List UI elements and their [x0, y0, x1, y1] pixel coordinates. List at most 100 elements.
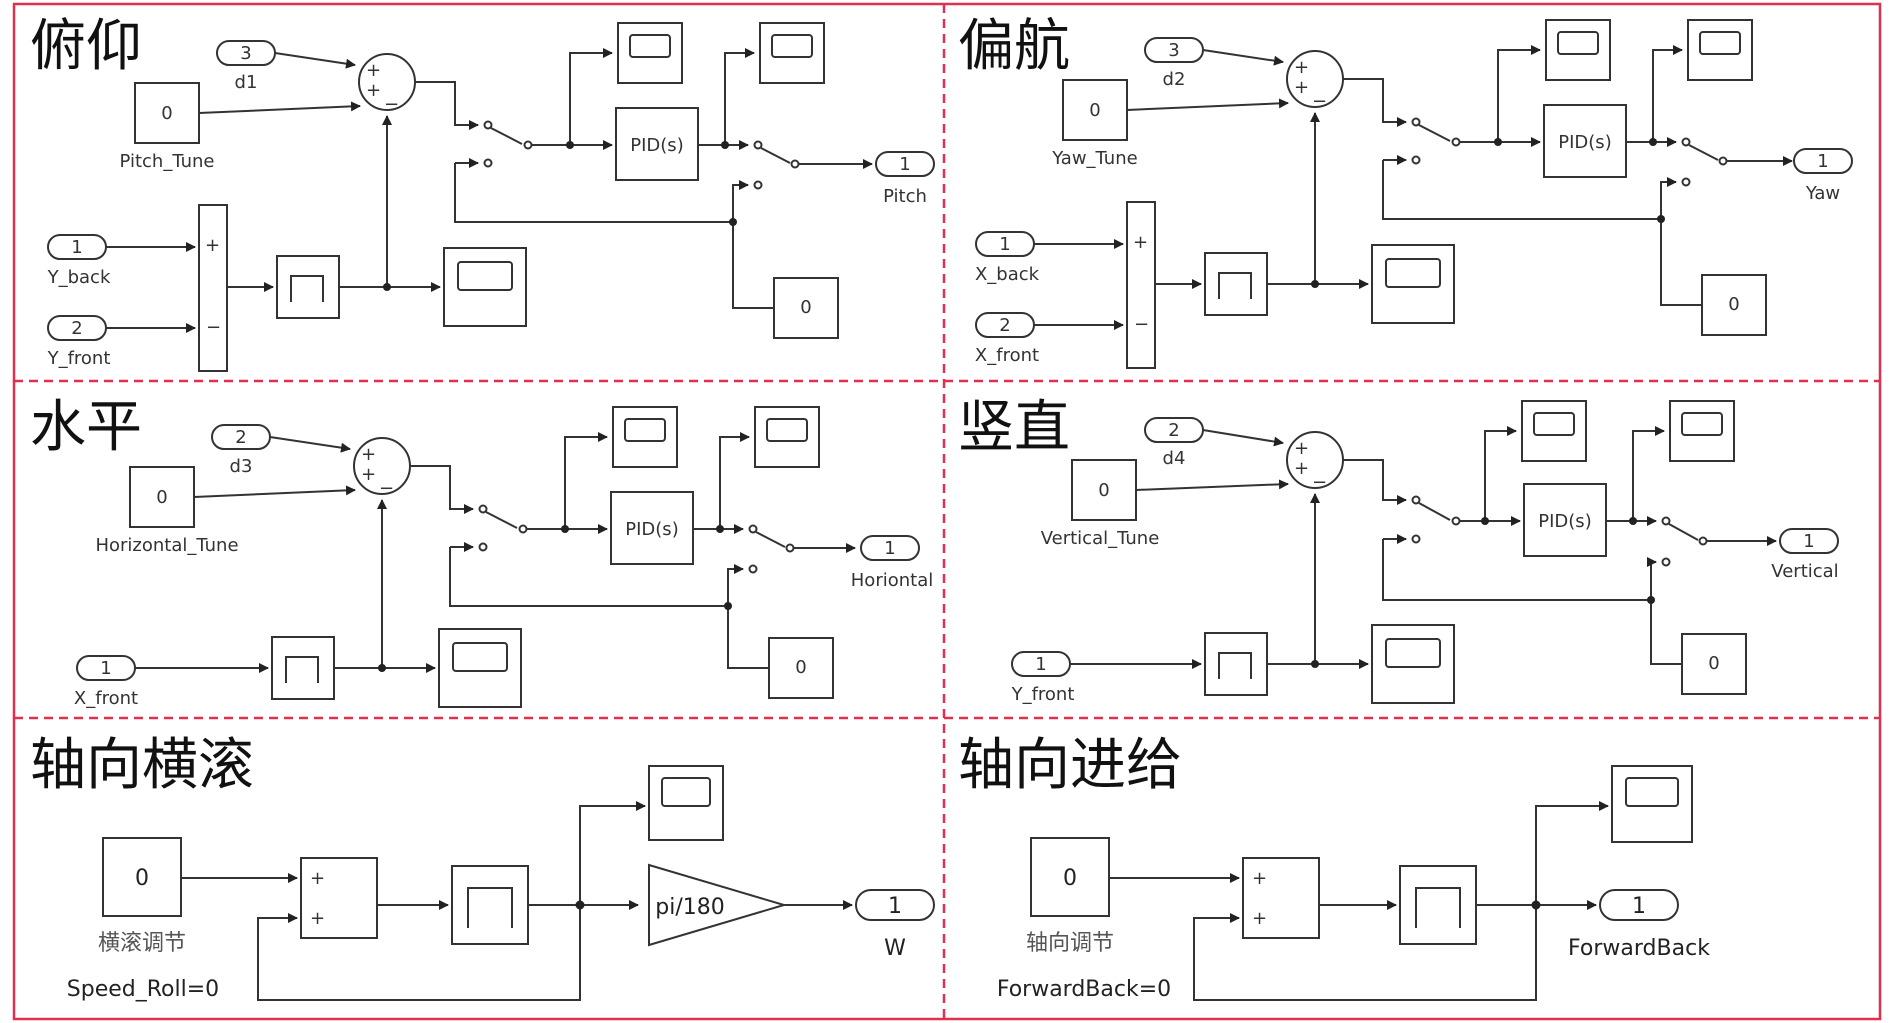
inport-2-value: 2 [71, 318, 82, 339]
zero-order-hold-block[interactable] [451, 865, 529, 945]
zero-constant-block[interactable] [1701, 274, 1767, 336]
sum-sign: − [1134, 314, 1149, 335]
pid-block[interactable] [610, 491, 694, 565]
wire [1126, 98, 1289, 111]
switch-port [753, 180, 763, 190]
manual-switch[interactable] [490, 127, 523, 145]
wire [727, 606, 769, 669]
manual-switch[interactable] [1418, 502, 1451, 521]
wire [410, 465, 474, 514]
zero-order-hold-block[interactable] [1399, 865, 1477, 945]
scope-block[interactable] [612, 406, 678, 468]
scope-block[interactable] [1545, 19, 1611, 81]
manual-switch[interactable] [485, 511, 518, 529]
outport[interactable] [1793, 148, 1853, 174]
panel-pitch: 俯仰 3 d1 0 Pitch_Tune + + − PID(s) [30, 14, 935, 372]
wire [732, 180, 749, 222]
feed-constant-block[interactable] [1030, 837, 1110, 917]
junction [1657, 215, 1665, 223]
panel-horizontal: 水平 2 d3 0 Horizontal_Tune + + − PID(s) [30, 395, 933, 709]
scope-block[interactable] [1371, 624, 1455, 704]
wire [1652, 45, 1683, 142]
zero-order-hold-block[interactable] [271, 636, 335, 700]
manual-switch[interactable] [1668, 523, 1699, 541]
outport-label: Yaw [1805, 183, 1840, 204]
wire [579, 801, 646, 905]
outport-label: Pitch [883, 186, 927, 207]
outport-value: 1 [1803, 531, 1814, 552]
sum-sign: − [206, 317, 221, 338]
manual-switch[interactable] [760, 147, 791, 164]
wire [454, 163, 733, 223]
scope-block[interactable] [759, 22, 825, 84]
outport-label: Vertical [1771, 561, 1838, 582]
sum-block[interactable] [1242, 857, 1320, 939]
scope-block[interactable] [1687, 19, 1753, 81]
hold-icon [467, 887, 513, 928]
outport[interactable] [860, 535, 920, 561]
outport[interactable] [875, 151, 935, 177]
sum-vertical-block[interactable] [1126, 201, 1156, 369]
wire [719, 432, 750, 529]
tune-constant-block[interactable] [129, 466, 195, 528]
wire [269, 436, 351, 453]
sum-block[interactable] [300, 857, 378, 939]
scope-screen [624, 418, 666, 442]
tune-constant-block[interactable] [134, 82, 200, 144]
manual-switch[interactable] [755, 531, 786, 548]
gain-block[interactable] [648, 863, 788, 947]
scope-block[interactable] [1371, 244, 1455, 324]
hold-icon [1218, 272, 1252, 299]
pid-label: PID(s) [630, 135, 683, 156]
scope-block[interactable] [1521, 400, 1587, 462]
pid-block[interactable] [1543, 104, 1627, 178]
zero-order-hold-block[interactable] [1204, 252, 1268, 316]
inport-1-value: 1 [71, 237, 82, 258]
scope-block[interactable] [443, 247, 527, 327]
manual-switch[interactable] [1418, 124, 1451, 142]
tune-constant-value: 0 [1089, 100, 1100, 121]
zero-constant-block[interactable] [773, 277, 839, 339]
inport-2-label: X_front [975, 345, 1039, 366]
wire [732, 222, 774, 309]
scope-block[interactable] [754, 406, 820, 468]
junction [716, 525, 724, 533]
zero-constant-block[interactable] [1681, 633, 1747, 695]
inport-1-label: X_front [74, 688, 138, 709]
hold-icon [285, 656, 319, 683]
panel-yaw: 偏航 3 d2 0 Yaw_Tune + + − PID(s) [958, 14, 1853, 369]
outport[interactable] [855, 889, 935, 921]
scope-screen [452, 642, 508, 672]
zero-order-hold-block[interactable] [276, 255, 340, 319]
wire [1660, 177, 1677, 219]
junction [1647, 596, 1655, 604]
wire [727, 564, 744, 606]
pid-block[interactable] [1523, 483, 1607, 557]
pid-block[interactable] [615, 107, 699, 181]
zero-constant-block[interactable] [768, 637, 834, 699]
switch-port [1661, 516, 1671, 526]
switch-port [1451, 516, 1461, 526]
sum-sign: + [1294, 57, 1309, 78]
inport-2-label: Y_front [47, 348, 111, 369]
junction [378, 664, 386, 672]
roll-constant-block[interactable] [102, 837, 182, 917]
manual-switch[interactable] [1688, 144, 1719, 161]
wire [274, 52, 356, 69]
pid-label: PID(s) [1538, 511, 1591, 532]
zero-order-hold-block[interactable] [1204, 632, 1268, 696]
feed-param-text: ForwardBack=0 [997, 977, 1171, 1002]
scope-block[interactable] [438, 628, 522, 708]
wire [1650, 600, 1682, 665]
wire [1647, 557, 1657, 600]
sum-vertical-block[interactable] [198, 204, 228, 372]
switch-port [1718, 156, 1728, 166]
scope-block[interactable] [617, 22, 683, 84]
outport[interactable] [1599, 889, 1679, 921]
scope-block[interactable] [1669, 400, 1735, 462]
wire [1484, 426, 1517, 521]
outport[interactable] [1779, 528, 1839, 554]
switch-port [1451, 137, 1461, 147]
tune-constant-block[interactable] [1071, 459, 1137, 521]
